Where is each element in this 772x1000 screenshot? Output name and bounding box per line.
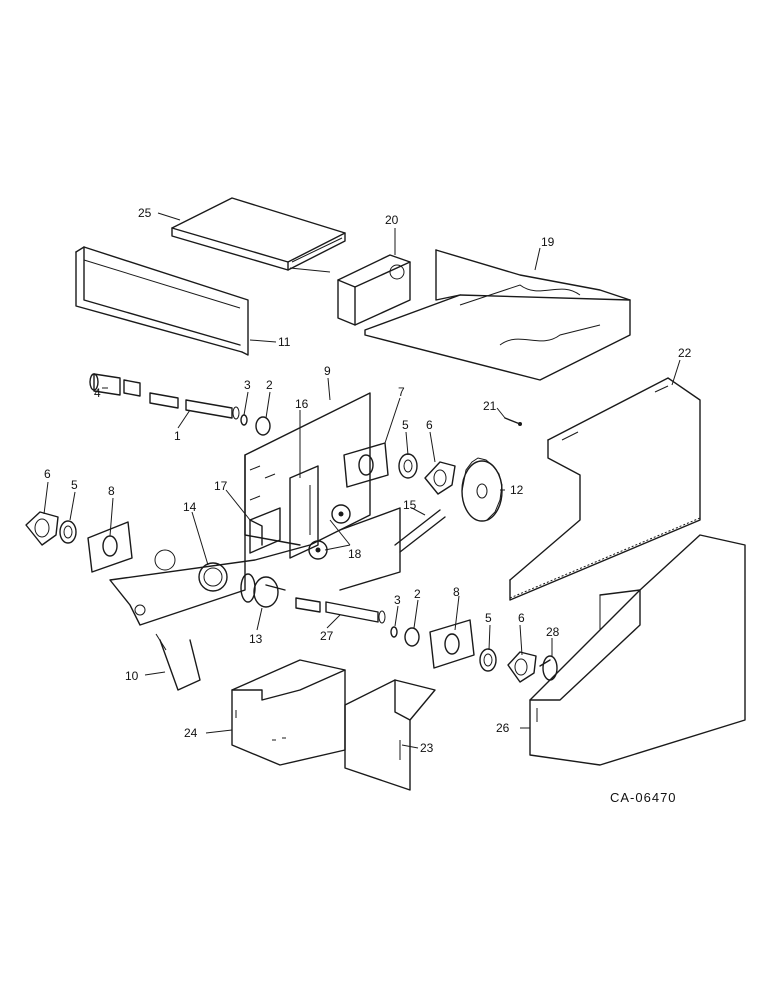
callout-5-left: 5 xyxy=(71,478,78,492)
part-14-sprocket xyxy=(198,562,228,592)
callout-6-lower: 6 xyxy=(518,611,525,625)
part-5-bearing-upper xyxy=(398,453,418,479)
part-6-flange-left xyxy=(25,511,59,546)
callout-12: 12 xyxy=(510,483,524,497)
part-3-ring-lower xyxy=(390,626,398,638)
callout-6-upper: 6 xyxy=(426,418,433,432)
callout-22: 22 xyxy=(678,346,692,360)
part-28-cap xyxy=(539,655,558,681)
callout-7: 7 xyxy=(398,385,405,399)
part-13-hub-sprocket xyxy=(240,573,286,608)
callout-1: 1 xyxy=(174,429,181,443)
part-20-bracket xyxy=(337,254,411,326)
part-27-shaft xyxy=(295,597,386,624)
part-4-tube xyxy=(89,373,141,397)
callout-3-lower: 3 xyxy=(394,593,401,607)
callout-15: 15 xyxy=(403,498,417,512)
callout-17: 17 xyxy=(214,479,228,493)
callout-21: 21 xyxy=(483,399,497,413)
part-2-bushing-lower xyxy=(404,627,420,647)
callout-11: 11 xyxy=(278,335,291,349)
part-2-bushing-upper xyxy=(255,416,271,436)
callout-2-upper: 2 xyxy=(266,378,273,392)
callout-6-left: 6 xyxy=(44,467,51,481)
part-11-channel xyxy=(75,246,249,356)
callout-4: 4 xyxy=(94,386,101,400)
part-8-plate-lower xyxy=(429,619,475,669)
part-21-pin xyxy=(504,417,522,426)
part-19-panel xyxy=(364,249,631,381)
callout-24: 24 xyxy=(184,726,198,740)
part-10-u-bolt xyxy=(155,633,201,691)
callout-8-left: 8 xyxy=(108,484,115,498)
part-5-bearing-lower xyxy=(479,648,497,672)
callout-8-lower: 8 xyxy=(453,585,460,599)
leader-lines xyxy=(43,212,681,749)
callout-9: 9 xyxy=(324,364,331,378)
part-25-cover-plate xyxy=(171,197,346,273)
part-6-flange-upper xyxy=(424,461,456,495)
part-23-lower-guard xyxy=(344,679,436,791)
callout-labels: 25 20 19 11 22 9 3 2 4 7 21 16 1 5 6 6 5… xyxy=(44,206,692,755)
part-24-lower-guard xyxy=(231,659,346,766)
part-22-shield xyxy=(509,377,701,601)
callout-19: 19 xyxy=(541,235,555,249)
callout-28: 28 xyxy=(546,625,560,639)
part-9-main-frame xyxy=(109,392,401,626)
callout-13: 13 xyxy=(249,632,263,646)
part-8-plate-left xyxy=(87,521,133,573)
callout-23: 23 xyxy=(420,741,434,755)
drawing-code: CA-06470 xyxy=(610,790,677,805)
callout-18: 18 xyxy=(348,547,362,561)
callout-2-lower: 2 xyxy=(414,587,421,601)
part-6-flange-lower xyxy=(507,651,537,683)
callout-16: 16 xyxy=(295,397,309,411)
part-12-large-sprocket xyxy=(461,457,503,522)
callout-25: 25 xyxy=(138,206,152,220)
callout-3-upper: 3 xyxy=(244,378,251,392)
part-3-ring-upper xyxy=(240,414,248,426)
part-26-end-guard xyxy=(529,534,746,766)
callout-27: 27 xyxy=(320,629,334,643)
callout-10: 10 xyxy=(125,669,139,683)
part-18-idlers xyxy=(308,504,351,560)
part-1-shaft xyxy=(149,392,240,420)
part-5-bearing-left xyxy=(59,520,77,544)
part-16-plate xyxy=(289,465,319,559)
part-7-bearing-plate xyxy=(343,442,389,488)
callout-20: 20 xyxy=(385,213,399,227)
callout-5-upper: 5 xyxy=(402,418,409,432)
callout-5-lower: 5 xyxy=(485,611,492,625)
callout-14: 14 xyxy=(183,500,197,514)
part-17-bracket xyxy=(249,507,281,554)
part-15-chain xyxy=(394,509,446,553)
callout-26: 26 xyxy=(496,721,510,735)
